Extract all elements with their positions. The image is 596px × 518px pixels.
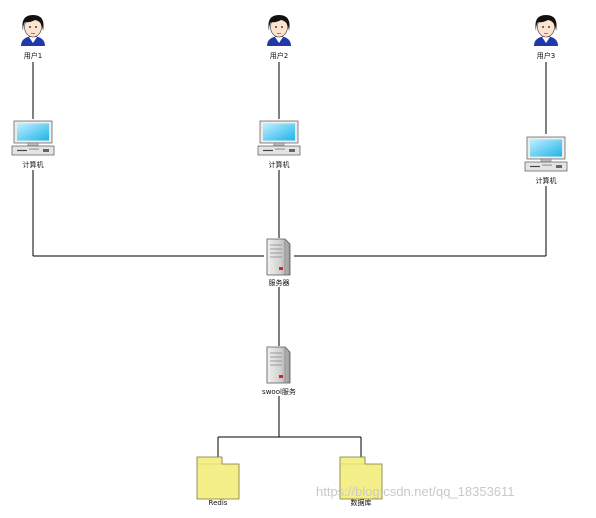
user-label: 用户1 [24,51,42,60]
server-node: 服务器 [264,238,294,287]
folder-icon [196,456,240,500]
user-icon [533,14,559,47]
user-icon [20,14,46,47]
swoole-node: swool服务 [262,346,296,396]
computer-node-2: 计算机 [256,119,302,169]
server-icon [266,238,291,276]
user-node-1: 用户1 [20,14,46,60]
user-label: 用户2 [270,51,288,60]
redis-node: Redis [196,456,240,507]
user-label: 用户3 [537,51,555,60]
computer-label: 计算机 [269,160,290,169]
server-icon [266,346,291,384]
watermark: https://blog.csdn.net/qq_18353611 [316,484,515,499]
user-node-3: 用户3 [533,14,559,60]
computer-node-3: 计算机 [523,134,569,185]
computer-icon [257,120,301,156]
user-node-2: 用户2 [266,14,292,60]
computer-icon [524,136,568,172]
server-label: 服务器 [269,278,290,287]
swoole-label: swool服务 [262,387,296,396]
computer-label: 计算机 [536,176,557,185]
computer-label: 计算机 [23,160,44,169]
database-node: 数据库 [339,456,383,507]
user-icon [266,14,292,47]
database-label: 数据库 [351,498,372,507]
redis-label: Redis [209,499,228,507]
computer-node-1: 计算机 [10,119,56,169]
computer-icon [11,120,55,156]
